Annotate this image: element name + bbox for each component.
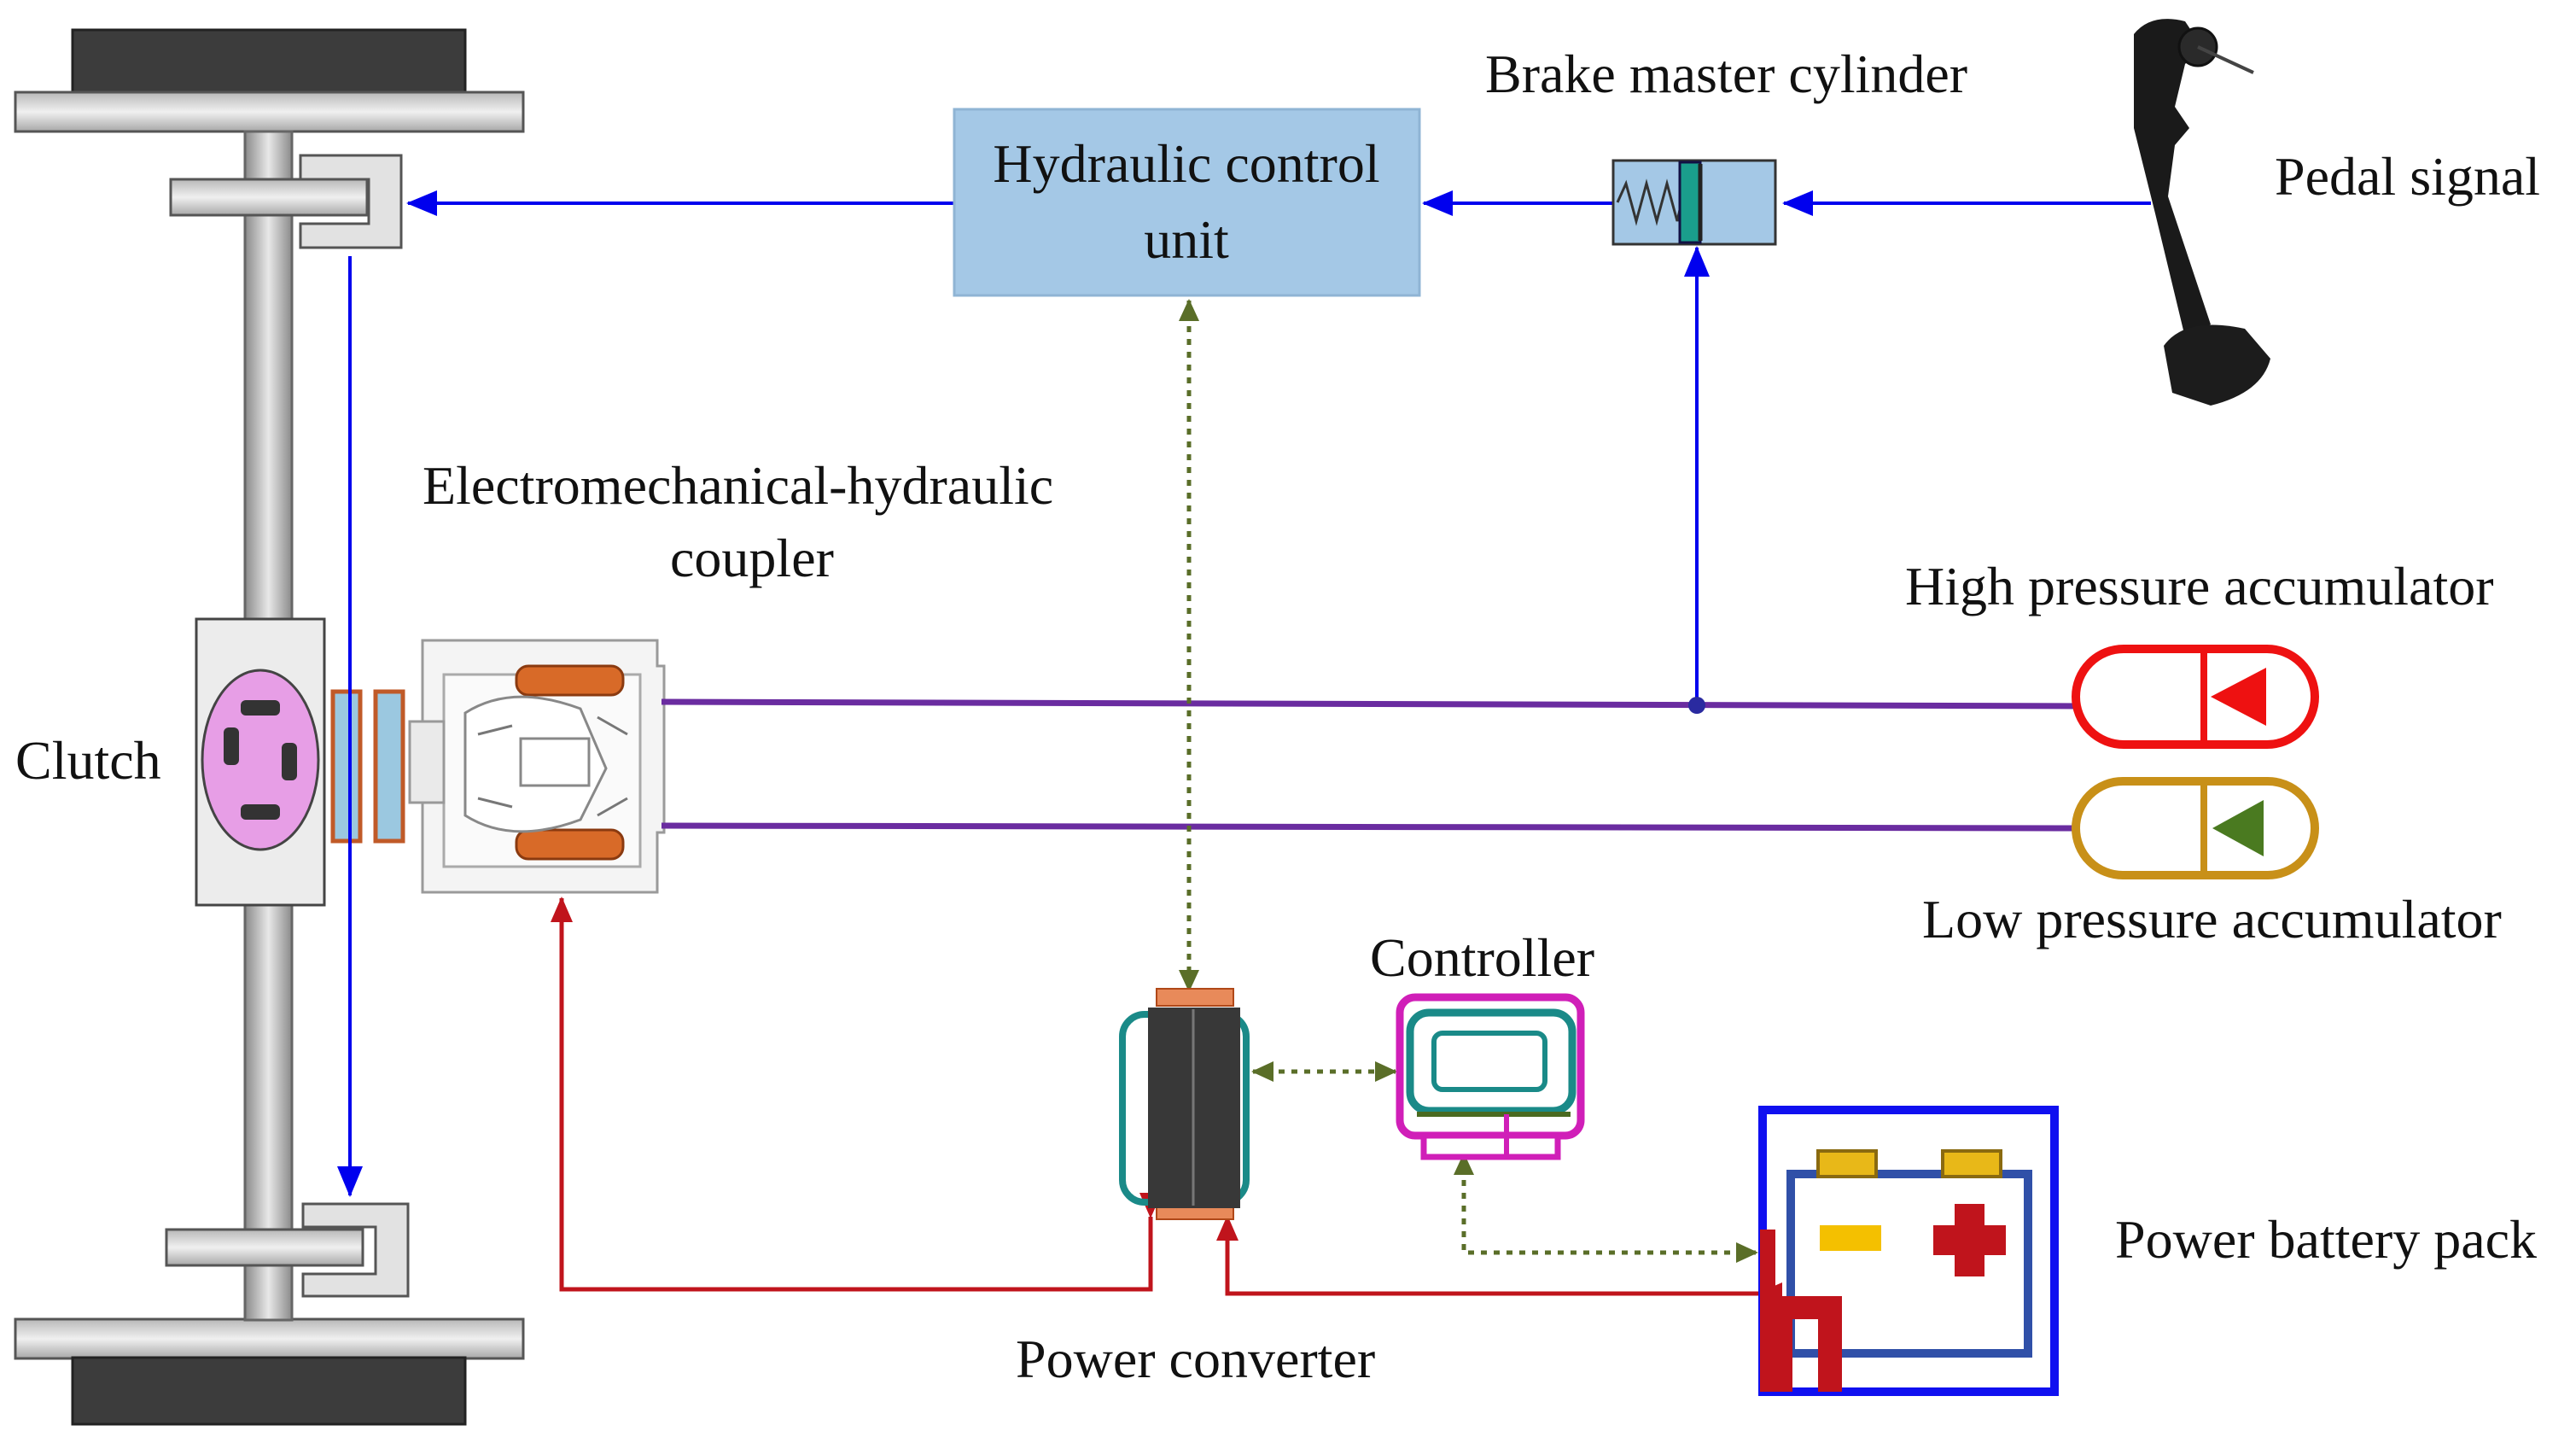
minus-terminal-icon xyxy=(1820,1225,1881,1251)
high-pressure-accumulator-label: High pressure accumulator xyxy=(1905,556,2494,616)
hcu-label-line1: Hydraulic control xyxy=(993,133,1379,194)
bottom-axle-bar xyxy=(14,1317,525,1360)
clutch-plate-1 xyxy=(330,689,363,844)
spring-icon xyxy=(1616,178,1683,226)
high-pressure-accumulator xyxy=(2072,645,2319,749)
top-brake-arm xyxy=(169,178,369,217)
top-axle-bar xyxy=(14,91,525,133)
brake-pedal-icon xyxy=(2134,19,2270,406)
clutch-label: Clutch xyxy=(15,730,161,791)
clutch-disc xyxy=(201,669,320,851)
high-pressure-triangle-icon xyxy=(2211,668,2266,726)
pedal-signal-label: Pedal signal xyxy=(2275,146,2540,207)
brake-master-cylinder xyxy=(1611,159,1777,246)
hcu-label-line2: unit xyxy=(1144,209,1229,270)
low-pressure-oil-line xyxy=(661,822,2084,832)
piston xyxy=(1678,161,1702,244)
coupler-label-line1: Electromechanical-hydraulic xyxy=(423,455,1053,516)
clutch-plate-2 xyxy=(373,689,405,844)
battery-terminal-connector xyxy=(1760,1230,1842,1392)
brake-master-cylinder-label: Brake master cylinder xyxy=(1485,44,1967,104)
power-converter xyxy=(1119,988,1250,1220)
coupler-winding-bottom xyxy=(515,828,625,861)
clutch-pads xyxy=(224,700,297,820)
coupler-device xyxy=(408,639,666,894)
junction-dot xyxy=(1688,697,1705,714)
bottom-brake-caliper xyxy=(301,1202,410,1298)
plus-terminal-icon xyxy=(1933,1204,2006,1276)
low-pressure-triangle-icon xyxy=(2212,800,2264,856)
hydraulic-control-unit: Hydraulic control unit xyxy=(953,108,1421,297)
bottom-wheel xyxy=(71,1356,467,1426)
coupler-label-line2: coupler xyxy=(670,528,834,588)
converter-to-coupler-power xyxy=(551,897,1162,1292)
low-pressure-accumulator-label: Low pressure accumulator xyxy=(1922,889,2502,949)
coupler-winding-top xyxy=(515,664,625,697)
top-wheel xyxy=(71,28,467,96)
battery-to-converter-power xyxy=(1216,1215,1782,1305)
controller-battery-signal xyxy=(1454,1153,1758,1263)
controller-label: Controller xyxy=(1370,927,1594,988)
low-pressure-accumulator xyxy=(2072,777,2319,879)
vehicle-axle-assembly xyxy=(14,28,525,1426)
bottom-brake-arm xyxy=(165,1228,364,1267)
power-battery-pack xyxy=(1758,1106,2059,1396)
controller-device xyxy=(1396,993,1585,1160)
high-pressure-oil-line xyxy=(661,698,2084,710)
power-battery-pack-label: Power battery pack xyxy=(2115,1209,2537,1270)
power-converter-label: Power converter xyxy=(1016,1329,1375,1389)
top-brake-caliper xyxy=(299,154,403,249)
